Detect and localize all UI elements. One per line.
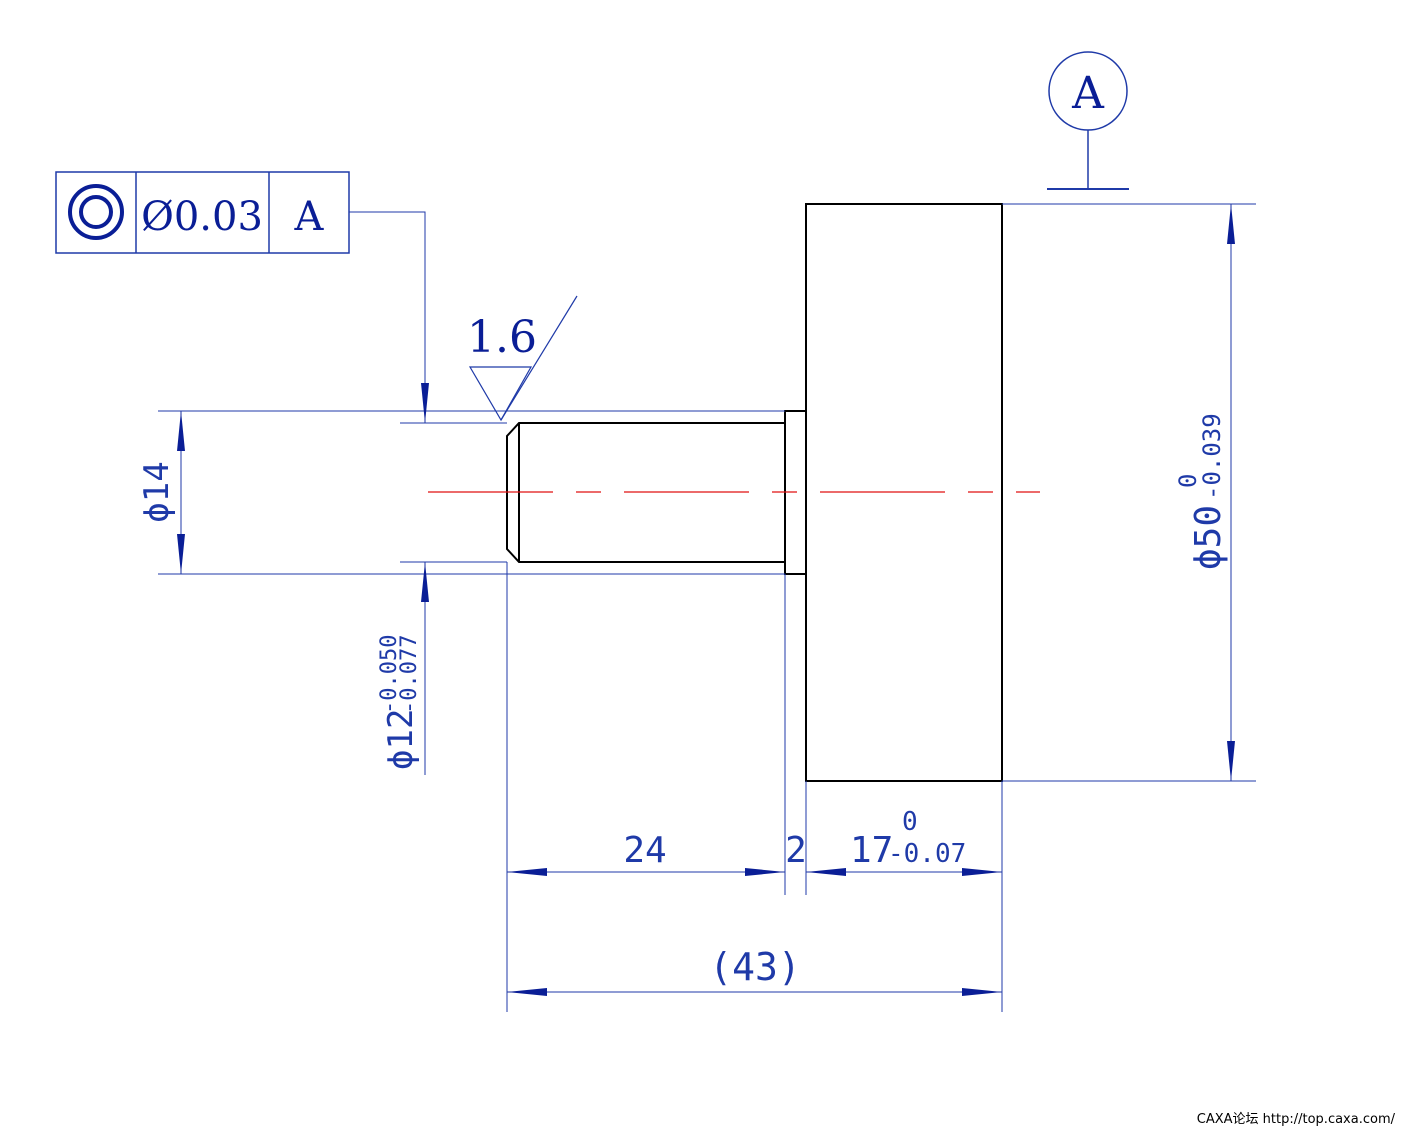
extension-lines (158, 203, 1256, 1012)
dim-17: 17 0 -0.07 (850, 807, 966, 871)
dim-phi12: ϕ12 -0.050 -0.077 (377, 635, 422, 770)
surface-roughness-symbol: 1.6 (467, 295, 578, 422)
dim-text-43: (43) (709, 945, 801, 989)
dim-text-17-upper: 0 (902, 807, 918, 837)
dim-text-17-base: 17 (850, 830, 893, 871)
datum-symbol: A (1047, 51, 1129, 190)
concentricity-icon (68, 184, 124, 240)
dim-text-2: 2 (785, 830, 807, 871)
dim-text-24: 24 (623, 830, 666, 871)
dim-text-phi12-lower: -0.077 (397, 635, 422, 714)
dim-text-phi12-base: ϕ12 (381, 709, 421, 770)
dimension-lines (177, 204, 1235, 996)
fcf-leader (349, 211, 426, 380)
feature-control-frame: Ø0.03 A (55, 171, 426, 380)
dim-phi50: ϕ50 0 -0.039 (1174, 413, 1229, 570)
roughness-value: 1.6 (467, 312, 537, 363)
dim-text-phi12-upper: -0.050 (377, 635, 402, 714)
datum-label: A (1071, 68, 1105, 119)
dim-text-17-lower: -0.07 (888, 839, 966, 869)
dim-text-phi50-base: ϕ50 (1188, 505, 1229, 570)
dim-text-phi50-upper: 0 (1174, 474, 1202, 488)
fcf-datum: A (294, 194, 325, 240)
fcf-tolerance: Ø0.03 (141, 194, 263, 240)
dim-text-phi50-lower: -0.039 (1198, 413, 1226, 500)
watermark: CAXA论坛 http://top.caxa.com/ (1196, 1112, 1395, 1127)
dim-text-phi14: ϕ14 (137, 461, 177, 522)
